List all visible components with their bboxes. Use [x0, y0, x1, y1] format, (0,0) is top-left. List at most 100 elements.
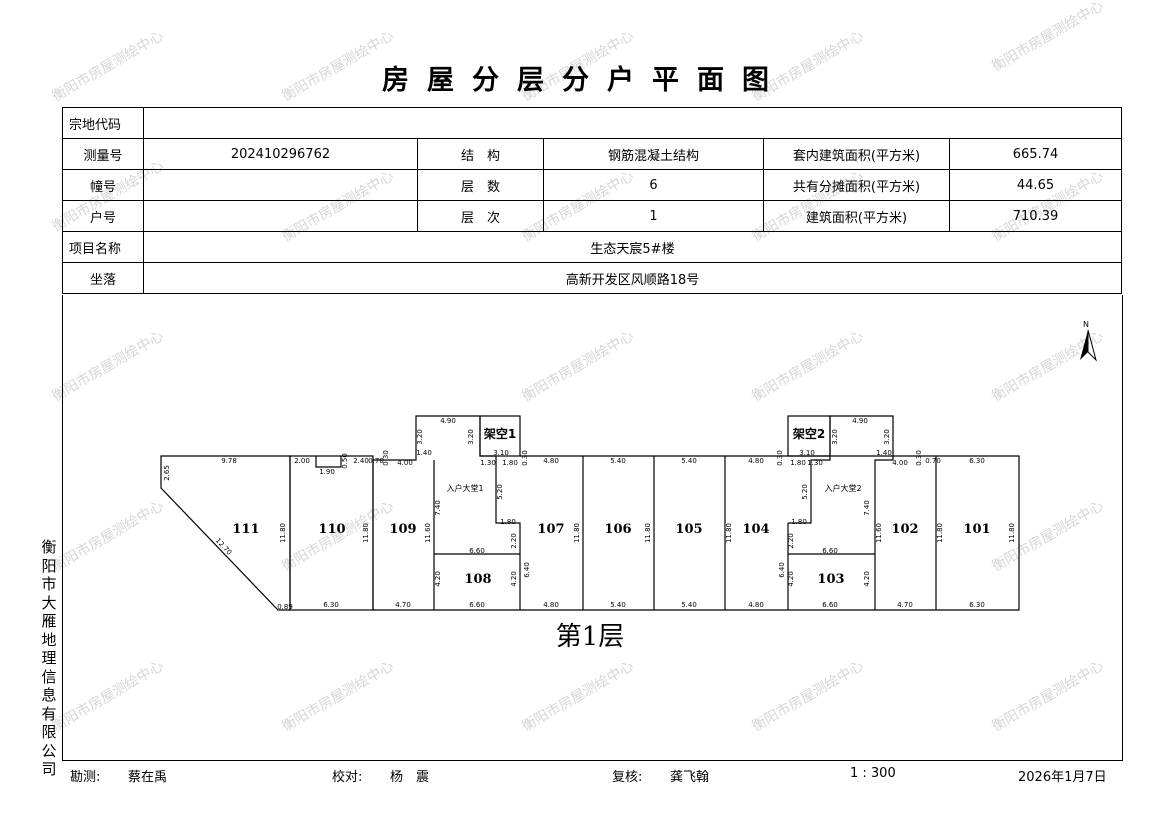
room-number: 106	[604, 522, 631, 537]
company-char: 市	[41, 575, 57, 593]
parcel-code	[143, 107, 1122, 139]
dimension-label: 1.30	[480, 459, 496, 467]
dimension-label: 1.80	[502, 459, 518, 467]
dimension-label: 4.00	[397, 459, 413, 467]
reviewer: 龚飞翰	[670, 770, 710, 785]
location: 高新开发区风顺路18号	[143, 262, 1122, 294]
room-number: 108	[464, 572, 491, 587]
room-number: 105	[675, 522, 702, 537]
dimension-label: 11.80	[573, 523, 581, 543]
company-char: 理	[41, 649, 57, 667]
page-title: 房屋分层分户平面图	[382, 65, 787, 96]
checker: 杨 震	[390, 770, 430, 785]
dimension-label: 6.30	[323, 601, 339, 609]
company-char: 地	[41, 630, 57, 649]
dimension-label: 3.10	[493, 449, 509, 457]
stilt-label: 架空1	[483, 426, 516, 441]
company-char: 有	[41, 704, 57, 723]
dimension-label: 1.30	[807, 459, 823, 467]
building-area-label: 建筑面积(平方米)	[763, 200, 950, 232]
dimension-label: 11.80	[1008, 523, 1016, 543]
dimension-label: 4.20	[787, 571, 795, 587]
dimension-label: 11.80	[362, 523, 370, 543]
notch-outline	[315, 456, 342, 468]
dimension-label: 11.80	[725, 523, 733, 543]
dimension-label: 6.60	[822, 547, 838, 555]
survey-no: 202410296762	[143, 138, 418, 170]
room-number: 103	[817, 572, 844, 587]
dimension-label: 4.80	[748, 457, 764, 465]
dimension-label: 5.20	[801, 484, 809, 500]
dimension-label: 6.60	[469, 601, 485, 609]
building-no-label: 幢号	[62, 169, 144, 201]
dimension-label: 11.60	[424, 523, 432, 543]
dimension-label: 4.80	[748, 601, 764, 609]
dimension-label: 1.40	[416, 449, 432, 457]
dimension-label: 0.70	[368, 457, 384, 465]
reviewer-label: 复核:	[612, 770, 643, 785]
dimension-label: 5.40	[681, 601, 697, 609]
company-name: 衡阳市大雁地理信息有限公司	[40, 538, 58, 779]
dimension-label: 5.40	[681, 457, 697, 465]
dimension-label: 4.00	[892, 459, 908, 467]
stilt-1-outline	[479, 415, 521, 457]
walls	[160, 415, 1020, 611]
dimension-label: 7.40	[863, 500, 871, 516]
dimension-label: 11.80	[644, 523, 652, 543]
north-arrow-icon	[1080, 329, 1097, 362]
dimension-label: 4.20	[510, 571, 518, 587]
survey-no-label: 测量号	[62, 138, 144, 170]
building-no	[143, 169, 418, 201]
checker-label: 校对:	[332, 770, 363, 785]
room-number: 101	[963, 522, 990, 537]
dimension-label: 9.78	[221, 457, 237, 465]
dimension-label: 4.90	[852, 417, 868, 425]
unit-no	[143, 200, 418, 232]
dimension-label: 3.10	[799, 449, 815, 457]
dimension-label: 4.70	[897, 601, 913, 609]
room-111-outline	[160, 455, 291, 611]
dimension-label: 6.30	[969, 457, 985, 465]
floor-label: 层 次	[417, 200, 544, 232]
dimension-label: 0.30	[915, 450, 923, 466]
dimension-label: 0.50	[341, 453, 349, 469]
room-109-lobby-outline	[372, 415, 521, 611]
shared-area: 44.65	[949, 169, 1122, 201]
plan-frame	[62, 295, 1123, 761]
dimension-label: 6.30	[969, 601, 985, 609]
room-number: 107	[537, 522, 564, 537]
room-number: 102	[891, 522, 918, 537]
dimension-label: 3.20	[883, 429, 891, 445]
dimension-label: 0.30	[776, 450, 784, 466]
dimension-label: 4.70	[395, 601, 411, 609]
parcel-code-label: 宗地代码	[62, 107, 144, 139]
dimension-label: 3.20	[416, 429, 424, 445]
dimension-label: 5.40	[610, 457, 626, 465]
inner-area: 665.74	[949, 138, 1122, 170]
company-char: 司	[41, 760, 57, 778]
dimension-label: 1.80	[791, 518, 807, 526]
dimension-label: 2.20	[510, 533, 518, 549]
north-label: N	[1083, 320, 1089, 329]
project: 生态天宸5#楼	[143, 231, 1122, 263]
location-label: 坐落	[62, 262, 144, 294]
dimension-label: 3.20	[467, 429, 475, 445]
inner-area-label: 套内建筑面积(平方米)	[763, 138, 950, 170]
dimension-label: 4.80	[543, 457, 559, 465]
company-char: 阳	[41, 556, 57, 575]
company-char: 大	[41, 593, 57, 612]
surveyor-label: 勘测:	[70, 770, 101, 785]
dimension-label: 6.60	[822, 601, 838, 609]
dimension-label: 3.20	[831, 429, 839, 445]
dimension-label: 2.20	[787, 533, 795, 549]
dimension-label: 2.65	[163, 465, 171, 481]
dimension-label: 0.30	[382, 450, 390, 466]
surveyor: 蔡在禹	[128, 770, 168, 785]
dimension-label: 1.40	[876, 449, 892, 457]
company-char: 公	[41, 741, 57, 760]
company-char: 息	[41, 686, 57, 704]
